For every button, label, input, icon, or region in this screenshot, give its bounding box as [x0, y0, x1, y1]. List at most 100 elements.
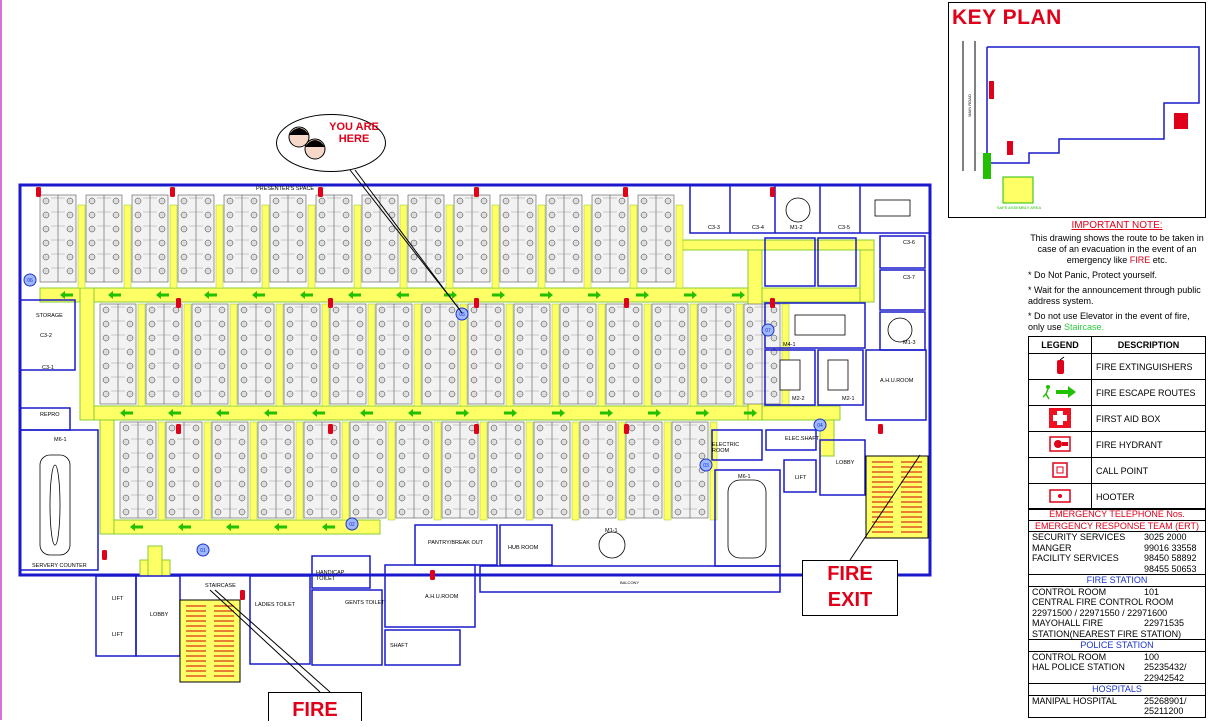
c3-1-label: C3-1	[42, 365, 54, 371]
emergency-contacts: EMERGENCY TELEPHONE Nos. EMERGENCY RESPO…	[1028, 508, 1206, 718]
m1-2-table	[785, 197, 811, 223]
hal-police-no-2: 22942542	[1144, 672, 1185, 683]
m1-3-table	[887, 317, 913, 343]
escape-arrow	[156, 291, 169, 299]
note-intro: This drawing shows the route to be taken…	[1030, 233, 1204, 265]
fire-exit-pointer-bottom	[209, 589, 321, 693]
ert-value: 99016 33558	[1144, 542, 1197, 553]
right-top-rooms	[689, 184, 931, 234]
fire-extinguisher-icon	[240, 590, 245, 600]
desk-cluster	[453, 194, 491, 283]
location-marker: 01	[196, 543, 210, 557]
svg-text:06: 06	[27, 278, 33, 284]
c3-2-label: C3-2	[40, 333, 52, 339]
balcony-label: BALCONY	[620, 580, 640, 585]
escape-lane	[663, 421, 672, 521]
desk-cluster	[269, 194, 307, 283]
fire-station-heading: FIRE STATION	[1029, 574, 1205, 587]
electric-room	[711, 429, 763, 461]
escape-lane	[675, 204, 684, 289]
hooter-icon	[1049, 488, 1071, 503]
workstation-clusters	[39, 194, 781, 519]
escape-arrow	[312, 409, 325, 417]
escape-lane	[571, 421, 580, 521]
fire-extinguisher-icon	[624, 424, 629, 434]
first-aid-box-icon	[1049, 407, 1071, 428]
desk-cluster	[85, 194, 123, 283]
escape-arrow	[492, 291, 505, 299]
location-marker: 03	[699, 458, 713, 472]
svg-text:07: 07	[765, 328, 771, 334]
lift-left-label: LIFT	[112, 596, 124, 602]
fire-extinguisher-icon	[318, 187, 323, 197]
key-plan-drawing	[962, 41, 1200, 204]
hub-room-label: HUB ROOM	[508, 545, 539, 551]
lift-left-label-2: LIFT	[112, 632, 124, 638]
central-fire-numbers: 22971500 / 22971550 / 22971600	[1032, 607, 1168, 618]
fire-extinguisher-icon	[474, 298, 479, 308]
desk-cluster	[177, 194, 215, 283]
ladies-toilet	[249, 575, 311, 665]
fire-extinguisher-icon	[36, 187, 41, 197]
m2-2-table	[779, 359, 801, 391]
c3-3-label: C3-3	[708, 225, 720, 231]
people-icon	[288, 126, 326, 160]
note-intro-etc: etc.	[1152, 255, 1168, 265]
fire-control-room: CONTROL ROOM	[1032, 586, 1107, 597]
escape-lane	[183, 303, 192, 407]
key-plan-title: KEY PLAN	[952, 6, 1062, 29]
fire-extinguisher-icon	[176, 298, 181, 308]
ert-heading: EMERGENCY RESPONSE TEAM (ERT)	[1029, 521, 1205, 532]
ert-name	[1032, 564, 1144, 575]
m4-1-table	[794, 314, 846, 336]
svg-text:03: 03	[703, 463, 709, 469]
desk-cluster	[223, 194, 261, 283]
m1-3-label: M1-3	[903, 340, 916, 346]
escape-arrow	[684, 291, 697, 299]
escape-lane	[689, 303, 698, 407]
legend-label: HOOTER	[1091, 483, 1206, 510]
escape-lane	[123, 204, 132, 289]
desk-cluster	[743, 303, 781, 405]
escape-arrow	[226, 523, 239, 531]
repro-label: REPRO	[40, 412, 60, 418]
location-marker: 02	[345, 517, 359, 531]
lobby-right-label: LOBBY	[836, 460, 855, 466]
m6-1-left-room	[19, 429, 99, 571]
location-marker: 04	[813, 418, 827, 432]
electric-room-label: ELECTRIC ROOM	[712, 442, 740, 454]
c3-7-label: C3-7	[903, 275, 915, 281]
fire-extinguisher-icon	[170, 187, 175, 197]
escape-lane	[525, 421, 534, 521]
desk-cluster	[467, 303, 505, 405]
c3-4-label: C3-4	[752, 225, 764, 231]
staircase-left	[179, 599, 241, 683]
fire-exit-word1: FIRE	[827, 563, 873, 585]
desk-cluster	[361, 194, 399, 283]
desk-cluster	[329, 303, 367, 405]
escape-lane	[479, 421, 488, 521]
shaft-label: SHAFT	[390, 643, 409, 649]
c3-6-label: C3-6	[903, 240, 915, 246]
desk-cluster	[651, 303, 689, 405]
svg-text:04: 04	[817, 423, 823, 429]
lift-right	[783, 459, 817, 493]
escape-arrow	[456, 409, 469, 417]
escape-lane	[367, 303, 376, 407]
central-fire-control: CENTRAL FIRE CONTROL ROOM	[1032, 597, 1174, 607]
fire-extinguisher-icon	[328, 298, 333, 308]
desk-cluster	[395, 421, 433, 519]
desk-cluster	[303, 421, 341, 519]
m1-1-table	[598, 531, 626, 559]
desk-cluster	[513, 303, 551, 405]
fire-exit-sign-right: FIRE EXIT	[802, 560, 898, 616]
m6-1-left-label: M6-1	[54, 437, 67, 443]
escape-lane	[597, 303, 606, 407]
escape-lane	[459, 303, 468, 407]
fire-extinguisher-icon	[770, 187, 775, 197]
ert-name: SECURITY SERVICES	[1032, 532, 1126, 542]
desk-cluster	[499, 194, 537, 283]
legend-row: HOOTER	[1028, 483, 1206, 510]
